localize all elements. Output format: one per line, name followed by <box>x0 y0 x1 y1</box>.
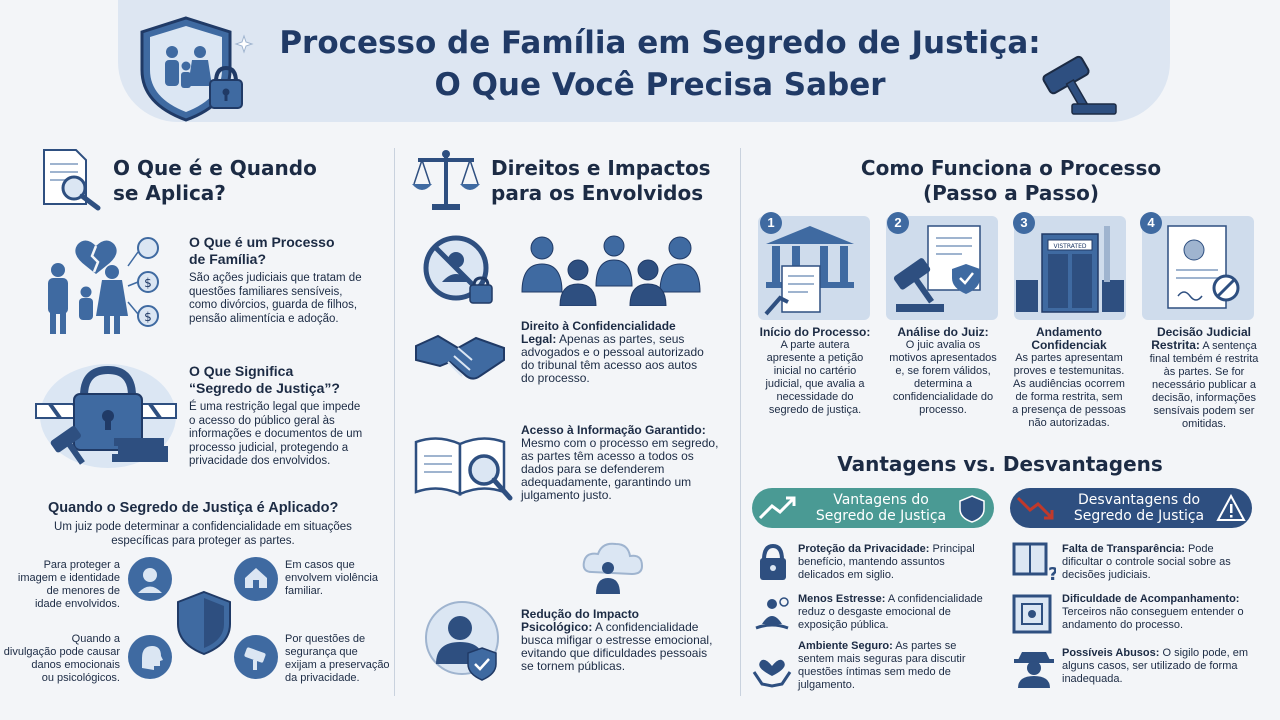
column-divider <box>740 148 741 696</box>
document-magnifier-icon <box>43 149 101 211</box>
closed-courtroom-door-icon: VISTRATED <box>1016 226 1124 313</box>
header-band <box>118 0 1170 122</box>
step-3-text: Andamento Confidenciak As partes apresen… <box>1012 325 1126 430</box>
step-4-text: Decisão Judicial Restrita: A sentença fi… <box>1149 325 1259 431</box>
information-access-text: Acesso à Informação Garantido: Mesmo com… <box>521 423 719 502</box>
sealed-decision-document-icon <box>1167 225 1240 309</box>
advantage-less-stress-text: Menos Estresse: A confidencialidade redu… <box>798 593 983 631</box>
spy-figure-icon <box>1014 652 1054 688</box>
heart-hands-icon <box>752 659 792 688</box>
step-card-2 <box>886 216 998 320</box>
family-broken-heart-icon: $ $ <box>48 237 159 334</box>
head-brain-icon <box>128 635 172 679</box>
trend-down-icon <box>1016 496 1054 520</box>
window-question-icon: ? <box>1012 542 1056 582</box>
svg-text:$: $ <box>144 310 152 324</box>
door-sign-label: VISTRATED <box>1054 243 1087 250</box>
disadvantage-abuse-text: Possíveis Abusos: O sigilo pode, em algu… <box>1062 647 1249 685</box>
advantage-safe-environment-text: Ambiente Seguro: As partes se sentem mai… <box>798 640 966 691</box>
gavel-icon <box>1042 55 1117 115</box>
people-group-icon <box>521 235 701 306</box>
svg-text:?: ? <box>1048 564 1056 582</box>
section-title-how-it-works: Como Funciona o Processo(Passo a Passo) <box>860 156 1162 205</box>
padlock-barrier-gavel-icon <box>35 364 177 468</box>
shield-icon <box>959 495 985 523</box>
cloud-person-icon <box>582 542 644 594</box>
security-camera-icon <box>234 635 278 679</box>
step-number-4: 4 <box>1140 212 1162 234</box>
gavel-document-check-icon <box>893 225 981 312</box>
confidentiality-right-text: Direito à Confidencialidade Legal: Apena… <box>521 319 704 385</box>
when-applied-title: Quando o Segredo de Justiça é Aplicado? <box>48 500 339 516</box>
step-number-3: 3 <box>1013 212 1035 234</box>
child-icon <box>128 557 172 601</box>
trend-up-icon <box>758 496 796 520</box>
shield-icon <box>177 590 231 656</box>
no-access-lock-icon <box>423 235 493 304</box>
meditation-person-icon <box>755 597 789 630</box>
house-hand-icon <box>234 557 278 601</box>
padlock-icon <box>760 543 786 580</box>
handshake-icon <box>415 334 505 380</box>
head-shield-icon <box>425 601 499 681</box>
step-number-1: 1 <box>760 212 782 234</box>
courthouse-petition-icon <box>764 226 854 316</box>
page-title: Processo de Família em Segredo de Justiç… <box>279 25 1041 103</box>
advantages-vs-disadvantages-title: Vantagens vs. Desvantagens <box>837 452 1163 476</box>
family-shield-lock-icon <box>140 16 254 122</box>
disadvantage-transparency-text: Falta de Transparência: Pode dificultar … <box>1062 543 1231 581</box>
svg-text:$: $ <box>144 276 152 290</box>
step-number-2: 2 <box>887 212 909 234</box>
step-card-4 <box>1142 216 1254 320</box>
scales-of-justice-icon <box>412 150 480 210</box>
open-book-magnifier-icon <box>414 437 513 501</box>
advantage-privacy-text: Proteção da Privacidade: Principal benef… <box>798 543 975 581</box>
column-divider <box>394 148 395 696</box>
when-applied-intro: Um juiz pode determinar a confidencialid… <box>54 521 352 547</box>
meaning-secrecy-title: O Que Significa“Segredo de Justiça”? <box>189 363 340 396</box>
disadvantage-follow-up-text: Dificuldade de Acompanhamento: Terceiros… <box>1062 593 1244 631</box>
step-card-1 <box>758 216 870 320</box>
step-card-3: VISTRATED <box>1014 216 1126 320</box>
psychological-impact-text: Redução do Impacto Psicológico: A confid… <box>521 607 713 673</box>
warning-icon <box>1216 494 1246 521</box>
locked-document-icon <box>1012 594 1052 634</box>
